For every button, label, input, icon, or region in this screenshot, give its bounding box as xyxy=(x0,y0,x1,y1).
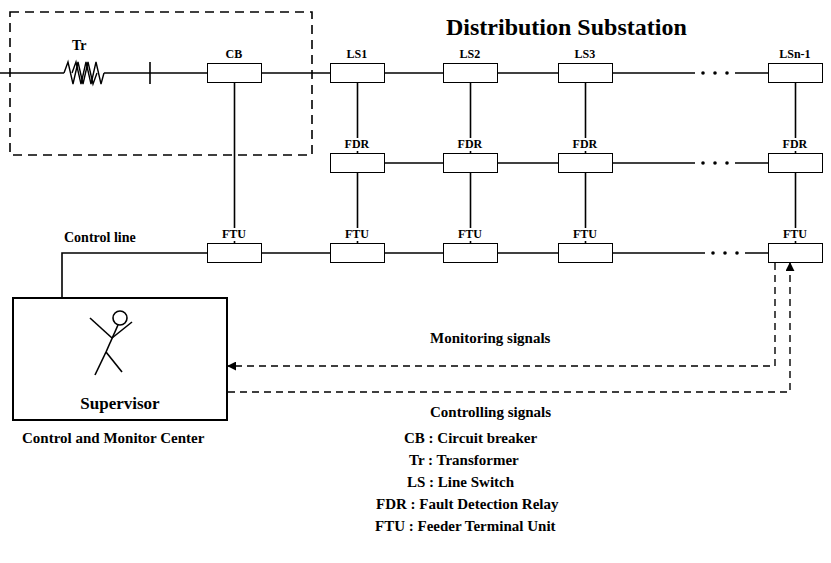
device-label: FTU xyxy=(571,228,599,241)
feeder-line xyxy=(385,162,443,164)
legend-entry: CB : Circuit breaker xyxy=(404,430,537,447)
device-label: LS2 xyxy=(458,48,483,61)
device-label: LS1 xyxy=(345,48,370,61)
fault-detection-relay-box: FDR xyxy=(443,153,498,173)
control-center-box: Supervisor xyxy=(12,297,228,421)
device-label: FDR xyxy=(571,138,600,151)
legend-entry: LS : Line Switch xyxy=(407,474,514,491)
fault-detection-relay-box: FDR xyxy=(768,153,823,173)
feeder-line xyxy=(262,252,330,254)
device-label: FDR xyxy=(343,138,372,151)
feeder-line xyxy=(613,72,768,74)
feeder-line xyxy=(498,72,558,74)
device-label: FDR xyxy=(456,138,485,151)
feeder-terminal-unit-box: FTU xyxy=(330,243,385,263)
legend-entry: FTU : Feeder Terminal Unit xyxy=(375,518,556,535)
bus-bar xyxy=(149,62,151,84)
panel-title: Supervisor xyxy=(78,394,161,413)
legend-entry: Tr : Transformer xyxy=(409,452,519,469)
fault-detection-relay-box: FDR xyxy=(558,153,613,173)
circuit-breaker-box: CB xyxy=(207,63,262,83)
feeder-line xyxy=(613,162,768,164)
connector-label: Controlling signals xyxy=(430,404,551,421)
transformer-label: Tr xyxy=(72,38,87,54)
device-label: LS3 xyxy=(573,48,598,61)
line-switch-box: LS1 xyxy=(330,63,385,83)
device-label: FTU xyxy=(456,228,484,241)
device-label: FTU xyxy=(343,228,371,241)
device-label: CB xyxy=(224,48,245,61)
fault-detection-relay-box: FDR xyxy=(330,153,385,173)
device-label: FDR xyxy=(781,138,810,151)
feeder-line xyxy=(385,252,443,254)
supervisor-figure xyxy=(90,311,132,375)
center-caption: Control and Monitor Center xyxy=(22,430,204,447)
feeder-line xyxy=(234,83,236,243)
legend-entry: FDR : Fault Detection Relay xyxy=(376,496,558,513)
feed-line xyxy=(0,72,64,74)
device-label: FTU xyxy=(220,228,248,241)
diagram-title: Distribution Substation xyxy=(446,14,687,41)
device-label: FTU xyxy=(781,228,809,241)
feeder-line xyxy=(498,252,558,254)
signal-arrow xyxy=(228,263,790,392)
ellipsis-dots xyxy=(695,66,745,260)
feeder-terminal-unit-box: FTU xyxy=(768,243,823,263)
feeder-terminal-unit-box: FTU xyxy=(443,243,498,263)
line-switch-box: LS2 xyxy=(443,63,498,83)
feeder-line xyxy=(262,72,330,74)
feeder-terminal-unit-box: FTU xyxy=(558,243,613,263)
feeder-terminal-unit-box: FTU xyxy=(207,243,262,263)
control-line xyxy=(62,253,207,297)
signal-arrow xyxy=(228,263,775,366)
connector-label: Monitoring signals xyxy=(430,330,550,347)
device-label: LSn-1 xyxy=(777,48,812,61)
feeder-line xyxy=(385,72,443,74)
substation-boundary xyxy=(10,12,312,155)
feeder-line xyxy=(498,162,558,164)
line-switch-box: LSn-1 xyxy=(768,63,823,83)
transformer-symbol xyxy=(72,62,104,84)
connector-label: Control line xyxy=(64,230,136,246)
line-switch-box: LS3 xyxy=(558,63,613,83)
transformer-line xyxy=(104,72,207,74)
